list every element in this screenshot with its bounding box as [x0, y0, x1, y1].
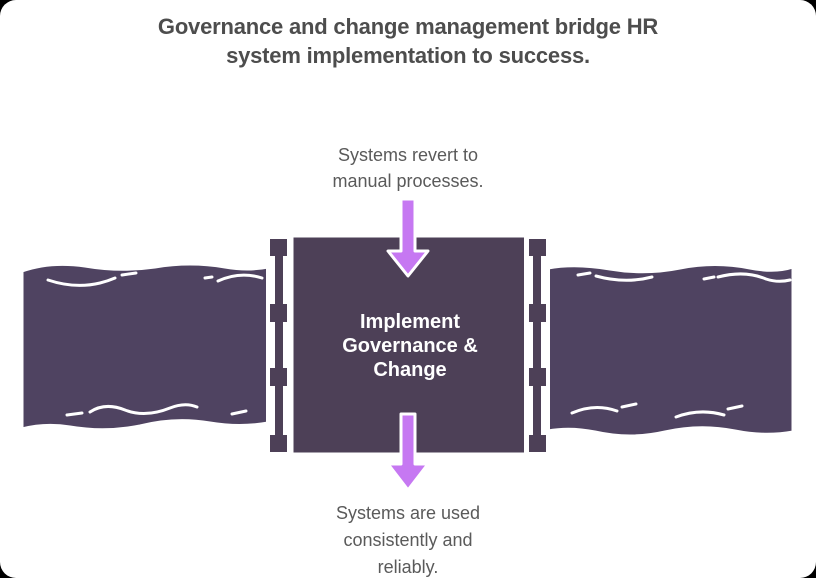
caption-revert-line: Systems revert to: [337, 145, 479, 165]
water-ripple: [88, 403, 199, 415]
water-ripple: [620, 402, 638, 409]
caption-revert-line: manual processes.: [332, 171, 484, 191]
page-title-line: system implementation to success.: [226, 43, 590, 68]
water-ripple: [570, 406, 619, 415]
bridge-pylon-right: [524, 234, 550, 456]
water-ripple: [702, 275, 716, 281]
water-ripple: [120, 271, 138, 277]
page-title: Governance and change management bridge …: [0, 12, 816, 70]
water-ripple: [726, 404, 744, 411]
caption-revert: Systems revert to manual processes.: [0, 142, 816, 194]
water-ripple: [716, 272, 792, 283]
water-ripple: [46, 276, 117, 287]
bridge-box-label: Implement Governance & Change: [292, 310, 528, 382]
caption-success-line: consistently and: [343, 530, 473, 550]
bridge-box-label-line: Implement: [359, 311, 461, 333]
caption-success-line: Systems are used: [335, 503, 481, 523]
page-title-line: Governance and change management bridge …: [157, 14, 659, 39]
water-left: [20, 262, 270, 432]
water-ripple: [230, 409, 248, 416]
water-ripple: [203, 275, 214, 280]
water-ripple: [674, 410, 726, 419]
water-ripple: [594, 274, 654, 282]
water-ripple: [65, 411, 84, 417]
water-ripple: [216, 273, 264, 283]
arrow-down-top: [386, 197, 430, 278]
bridge-box-label-line: Governance &: [342, 335, 478, 357]
water-ripple: [576, 271, 592, 277]
water-right: [546, 263, 795, 438]
caption-success-line: reliably.: [377, 557, 439, 577]
bridge-box-label-line: Change: [373, 359, 447, 381]
arrow-down-bottom: [386, 412, 430, 492]
caption-success: Systems are used consistently and reliab…: [0, 500, 816, 578]
bridge-pylon-left: [266, 234, 292, 456]
